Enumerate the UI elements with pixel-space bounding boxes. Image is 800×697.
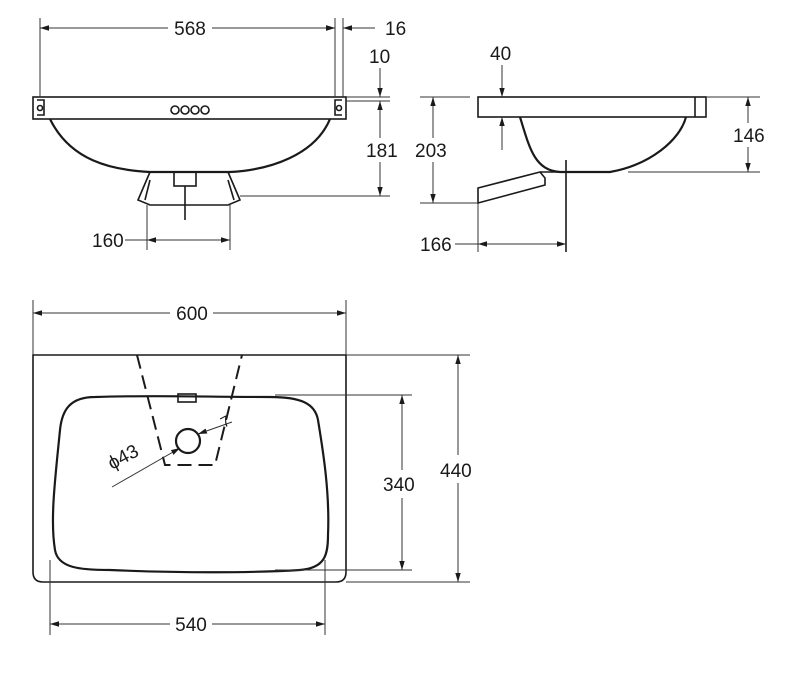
plan-view: ϕ43 7 600 440 340 540 (32, 300, 472, 636)
plan-inner-depth-label: 340 (383, 475, 415, 496)
side-bowl-depth-label: 146 (733, 126, 765, 147)
hole-leader (111, 447, 181, 488)
plan-bracket-hidden (136, 354, 243, 466)
rim-screw-left (36, 104, 44, 112)
overflow-hole (190, 105, 200, 115)
side-bowl (518, 116, 688, 174)
overflow-slot (177, 393, 197, 403)
plan-width-label: 600 (176, 304, 208, 325)
hole-diameter-label: ϕ43 (104, 441, 142, 474)
front-bracket-detail (144, 179, 235, 201)
plan-outline (32, 354, 347, 583)
overflow-hole (170, 105, 180, 115)
side-offset-label: 40 (490, 44, 511, 65)
drain-outlet (173, 171, 197, 187)
side-bracket (477, 171, 546, 205)
plan-inner-width-label: 540 (175, 615, 207, 636)
overflow-hole (200, 105, 210, 115)
front-bowl (49, 118, 332, 174)
rim-clip-left (37, 99, 45, 116)
front-rim (32, 96, 347, 120)
front-view: 568 16 10 181 160 (32, 18, 406, 252)
side-height-label: 203 (415, 141, 447, 162)
front-depth-label: 181 (366, 141, 398, 162)
tap-hole (174, 427, 202, 455)
rim-width-label: 16 (385, 19, 406, 40)
hole-leader (197, 421, 233, 435)
front-bracket (136, 171, 242, 206)
rim-screw-right (335, 104, 343, 112)
top-thickness-label: 10 (369, 47, 390, 68)
plan-depth-label: 440 (440, 461, 472, 482)
rim-clip-right (334, 99, 342, 116)
side-rim (477, 96, 707, 118)
overflow-hole (180, 105, 190, 115)
side-projection-label: 166 (420, 235, 452, 256)
front-width-label: 568 (174, 19, 206, 40)
bracket-width-label: 160 (92, 231, 124, 252)
plan-bowl (51, 395, 330, 574)
side-view: 203 40 146 166 (415, 44, 765, 256)
